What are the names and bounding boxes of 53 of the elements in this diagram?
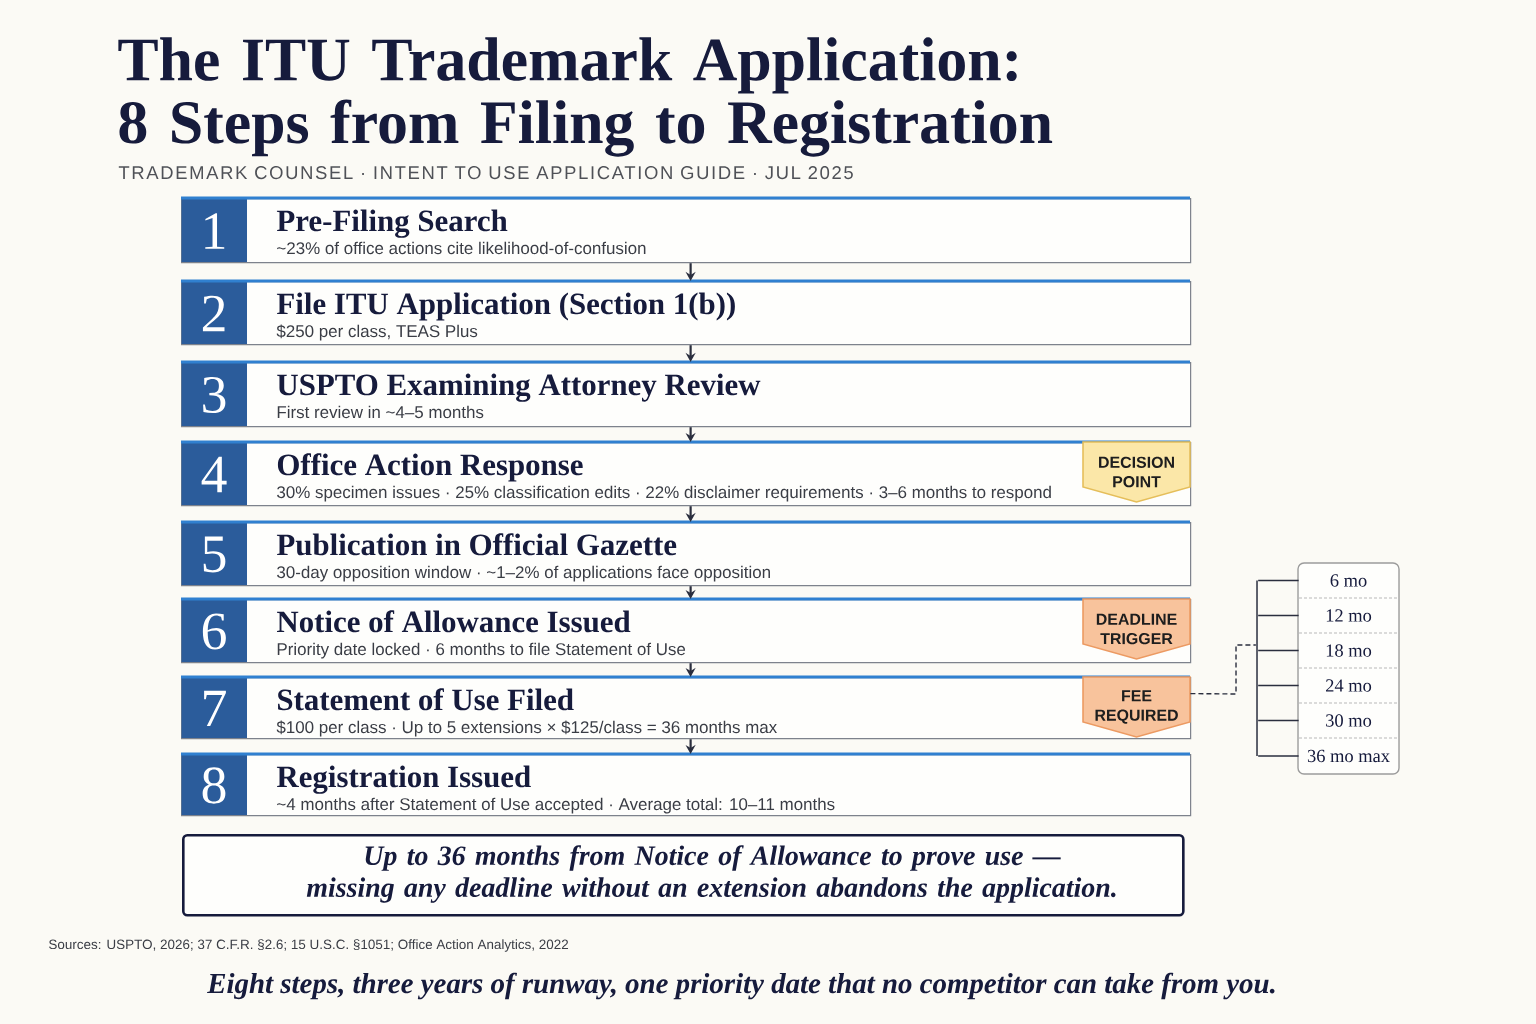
branch-line [1257,755,1300,757]
step-box [181,752,1192,817]
month-cell: 6 mo [1298,574,1399,599]
caption: Eight steps, three years of runway, one priority date that no competitor can take from you. [207,972,1275,1000]
step-description: Priority date locked · 6 months to file Statement of Use [277,642,686,659]
branch-line [1257,649,1300,652]
step-title: Statement of Use Filed [278,688,574,711]
number-tile: 8 [181,754,247,815]
step-box [181,440,1192,507]
title: The ITU Trademark Application: 8 Steps from Filing to Registration [118,37,1053,157]
step-description: First review in ~4–5 months [277,405,484,419]
month-cell: 24 mo [1298,679,1399,704]
month-cell: 18 mo [1298,644,1399,669]
step-box [181,360,1192,428]
step-title: Office Action Response [277,453,583,482]
step-description: 30% specimen issues · 25% classification edits · 22% disclaimer requirements · 3–6 months to respond [277,485,1051,502]
step-box [181,279,1192,346]
step-title: USPTO Examining Attorney Review [277,373,761,402]
month-cell: 12 mo [1298,609,1399,634]
number-tile: 6 [181,599,247,662]
step-title: Registration Issued [276,765,531,794]
step-title: Notice of Allowance Issued [277,610,631,633]
source-note: Sources: USPTO, 2026; 37 C.F.R. §2.6; 15 U.S.C. §1051; Office Action Analytics, 2022 [49,939,569,952]
branch-line [1257,614,1300,617]
number-tile: 2 [181,281,247,344]
month-cell: 30 mo [1298,714,1399,739]
number-tile: 3 [181,362,247,426]
badge: DEADLINE TRIGGER [1082,598,1191,660]
branch-line [1257,684,1300,687]
step-description: ~23% of office actions cite likelihood-of-confusion [277,241,646,255]
timeline-panel [1297,562,1400,775]
step-box [181,675,1192,740]
step-description: ~4 months after Statement of Use accepted · Average total: 10–11 months [277,797,835,814]
number-tile: 7 [181,677,247,738]
branch-line [1257,719,1300,722]
dashed-connector [1189,644,1257,695]
number-tile: 5 [181,522,247,585]
step-title: File ITU Application (Section 1(b)) [276,292,735,321]
step-box [181,597,1192,664]
callout-box: Up to 36 months from Notice of Allowance to prove use — missing any deadline without an extension abandons the application. [182,834,1185,917]
step-title: Pre-Filing Search [276,209,508,238]
step-description: 30-day opposition window · ~1–2% of applications face opposition [277,565,770,582]
branch-line [1257,579,1300,582]
step-description: $100 per class · Up to 5 extensions × $125/class = 36 months max [276,720,777,737]
step-box [181,196,1192,264]
badge: DECISION POINT [1082,441,1191,503]
step-description: $250 per class, TEAS Plus [276,324,478,341]
subtitle: TRADEMARK COUNSEL · INTENT TO USE APPLICATION GUIDE · JUL 2025 [118,166,853,180]
step-box [181,520,1192,587]
number-tile: 4 [181,442,247,505]
month-cell: 36 mo max [1307,749,1390,763]
step-title: Publication in Official Gazette [276,533,677,556]
number-tile: 1 [181,198,247,262]
